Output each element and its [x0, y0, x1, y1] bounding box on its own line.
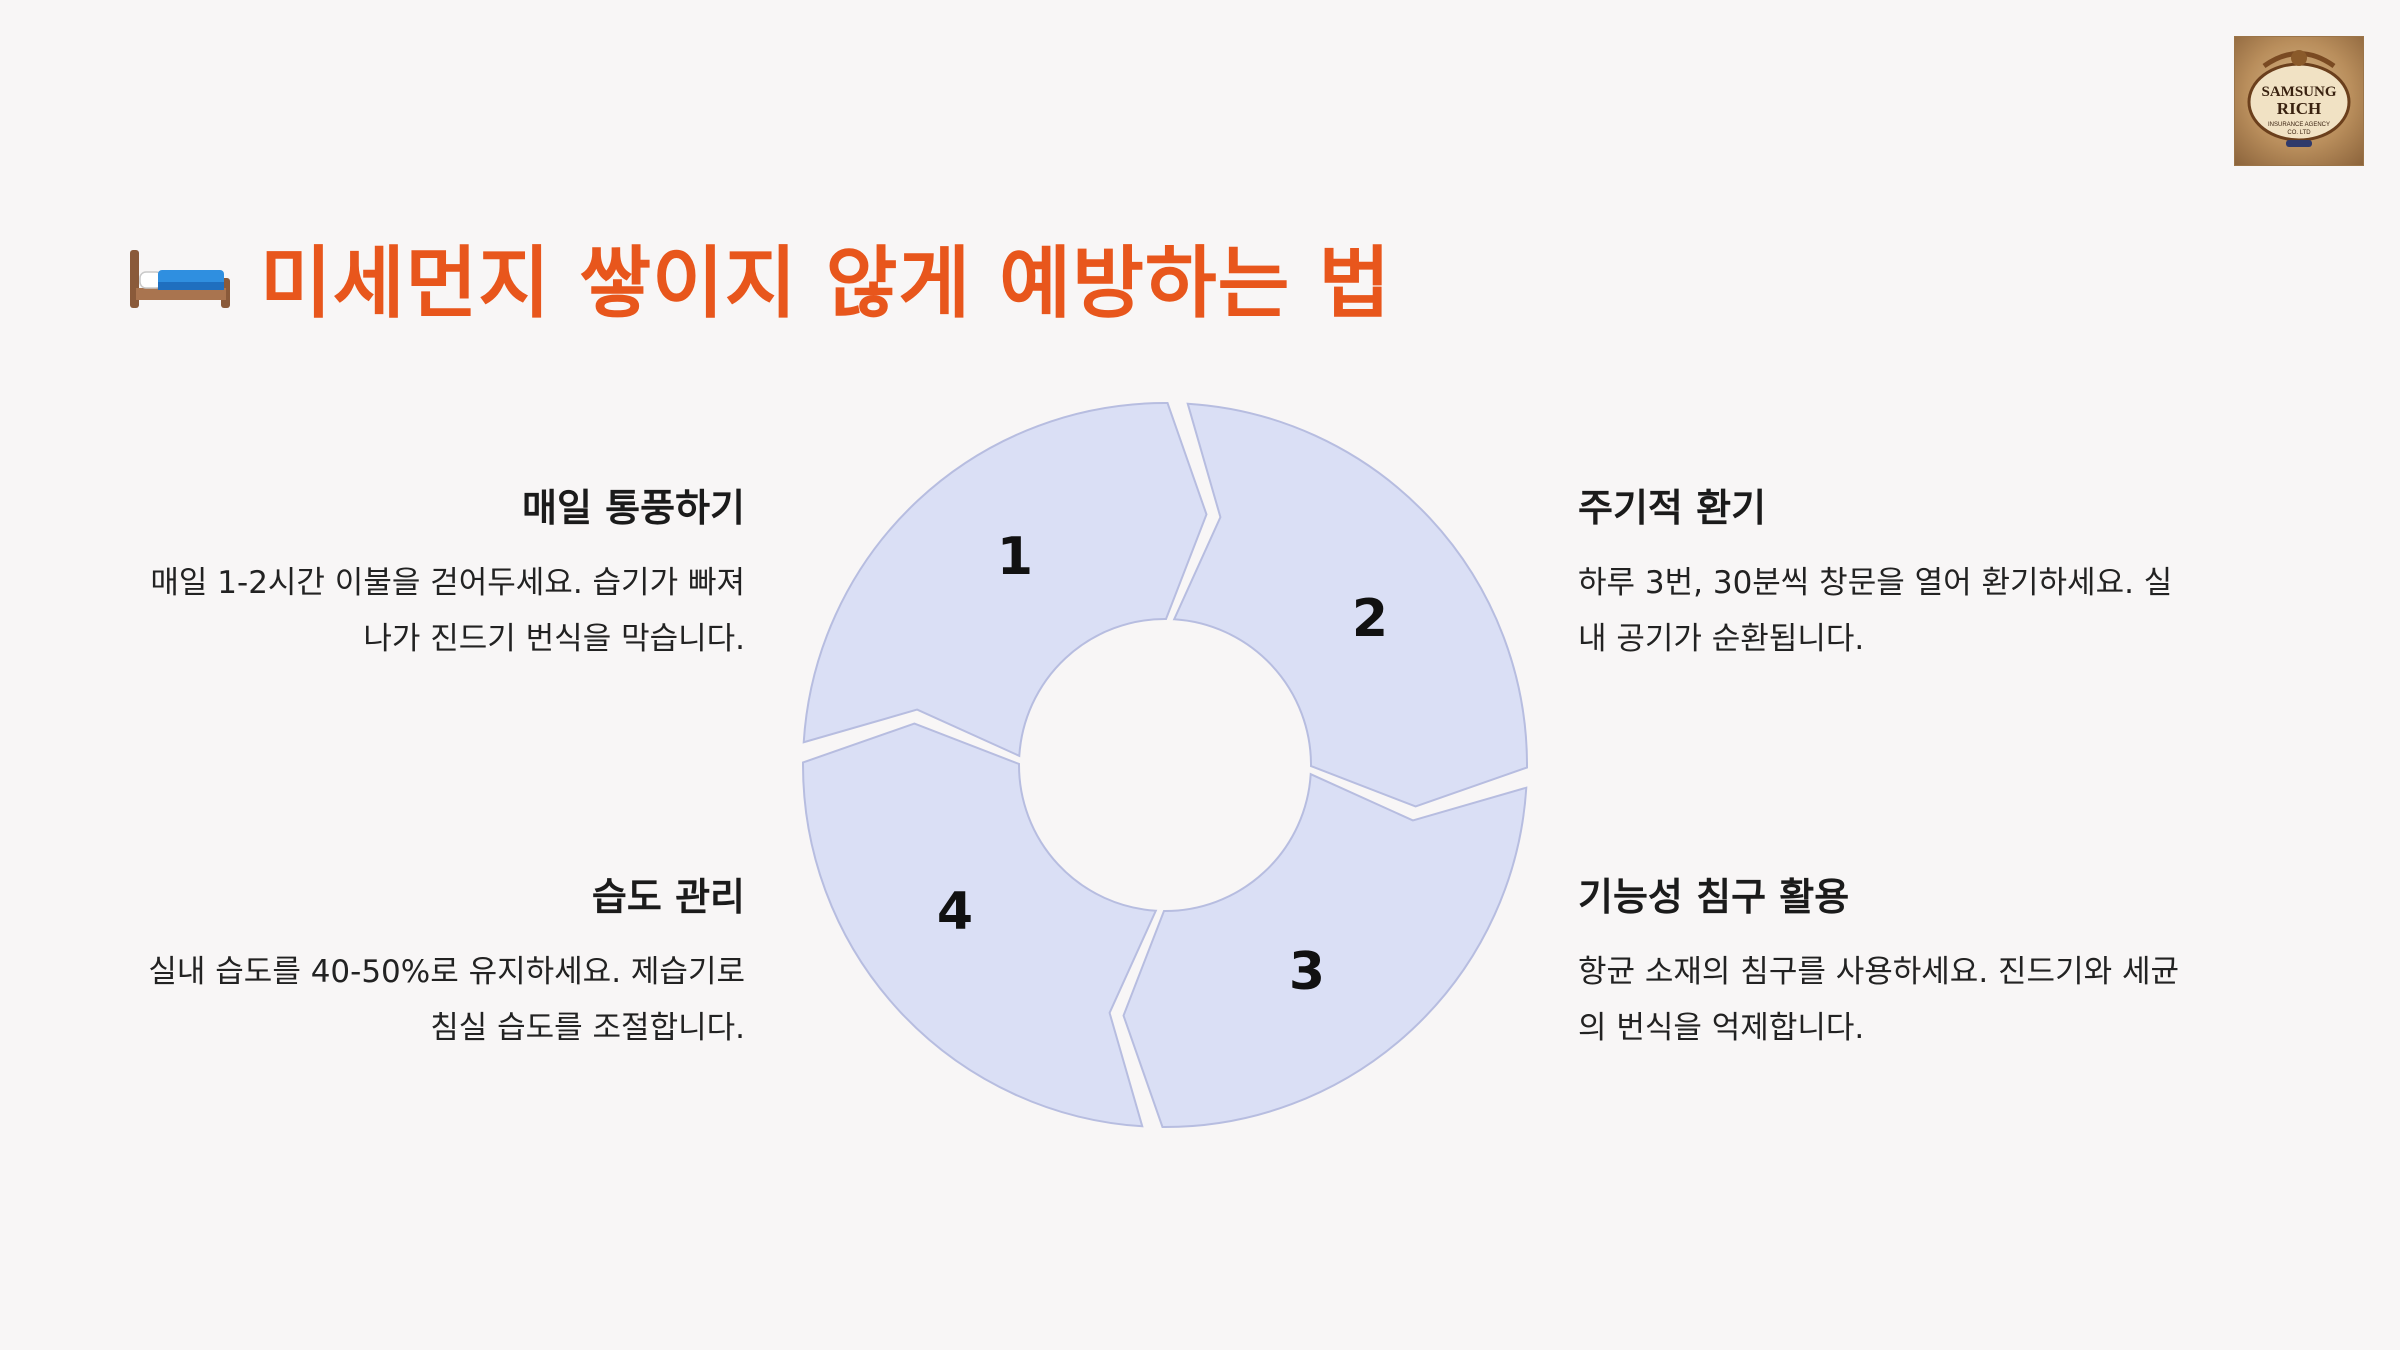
step-2-desc: 하루 3번, 30분씩 창문을 열어 환기하세요. 실내 공기가 순환됩니다.	[1578, 565, 2173, 657]
cycle-segment-4	[802, 722, 1158, 1128]
step-1-title: 매일 통풍하기	[522, 486, 745, 530]
page-title: 미세먼지 쌓이지 않게 예방하는 법	[260, 239, 1392, 329]
logo-line1: SAMSUNG	[2261, 84, 2336, 100]
step-3-number: 3	[1289, 942, 1325, 1002]
logo-line2: RICH	[2277, 99, 2321, 118]
step-4-desc: 실내 습도를 40-50%로 유지하세요. 제습기로 침실 습도를 조절합니다.	[148, 954, 745, 1046]
step-1-number: 1	[997, 527, 1033, 587]
cycle-segment-2	[1172, 402, 1528, 808]
logo-line4: CO. LTD	[2287, 130, 2311, 136]
step-3-desc: 항균 소재의 침구를 사용하세요. 진드기와 세균의 번식을 억제합니다.	[1578, 954, 2180, 1046]
samsung-rich-logo: SAMSUNG RICH INSURANCE AGENCY CO. LTD	[2234, 36, 2364, 166]
bed-icon	[130, 250, 230, 308]
step-4-title: 습도 관리	[591, 875, 745, 919]
cycle-segment-3	[1122, 772, 1528, 1128]
step-2-number: 2	[1352, 589, 1388, 649]
step-1-desc: 매일 1-2시간 이불을 걷어두세요. 습기가 빠져나가 진드기 번식을 막습니…	[150, 565, 745, 657]
title-row: 미세먼지 쌓이지 않게 예방하는 법	[128, 222, 1391, 332]
step-2-title: 주기적 환기	[1578, 486, 1767, 530]
cycle-segment-1	[802, 402, 1208, 758]
step-3-title: 기능성 침구 활용	[1578, 875, 1850, 919]
step-4-number: 4	[937, 882, 973, 942]
logo-line3: INSURANCE AGENCY	[2268, 122, 2330, 128]
